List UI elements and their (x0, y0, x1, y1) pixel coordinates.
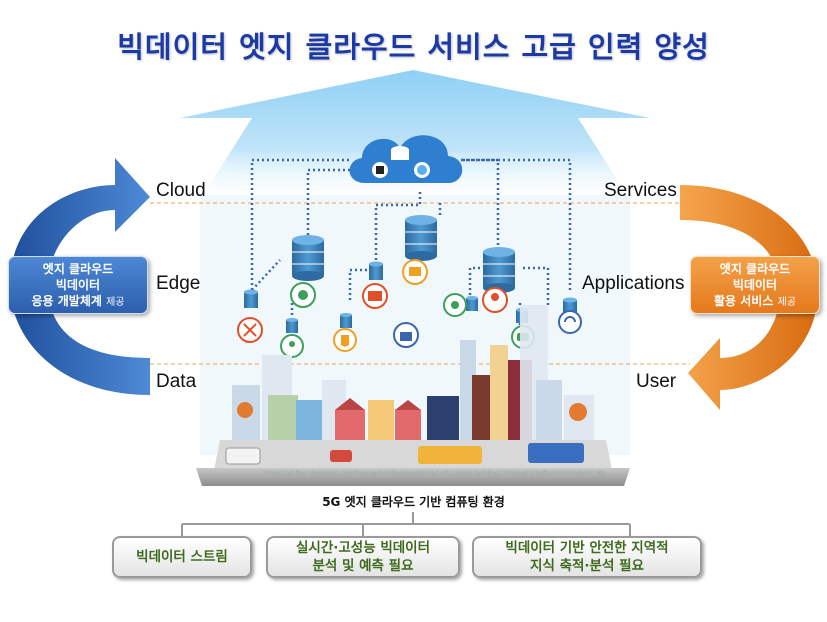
right-box-line3: 활용 서비스 (714, 294, 774, 308)
box3-line1: 빅데이터 기반 안전한 지역적 (505, 540, 669, 556)
services-layer-label: Services (604, 180, 677, 201)
applications-layer-label: Applications (582, 273, 685, 294)
right-info-box: 엣지 클라우드 빅데이터 활용 서비스 제공 (690, 256, 820, 314)
image-credit: https://all-free-download.com/free-vecto… (265, 470, 605, 477)
left-box-line3: 응용 개발체계 (31, 294, 102, 308)
left-box-suffix: 제공 (106, 297, 125, 308)
app-icons (237, 259, 582, 358)
box1-line1: 빅데이터 스트림 (136, 549, 228, 565)
box2-line2: 분석 및 예측 필요 (312, 558, 414, 574)
user-layer-label: User (636, 371, 677, 392)
cloud-layer-label: Cloud (156, 180, 206, 201)
knowledge-accumulation-box: 빅데이터 기반 안전한 지역적 지식 축적·분석 필요 (472, 536, 702, 578)
right-box-suffix: 제공 (777, 297, 796, 308)
realtime-analysis-box: 실시간·고성능 빅데이터 분석 및 예측 필요 (266, 536, 460, 578)
cloud-icon (349, 135, 463, 183)
road-platform (196, 440, 630, 486)
box2-line1: 실시간·고성능 빅데이터 (295, 540, 431, 556)
bigdata-stream-box: 빅데이터 스트림 (112, 536, 252, 578)
right-box-line2: 빅데이터 (732, 278, 778, 292)
left-info-box: 엣지 클라우드 빅데이터 응용 개발체계 제공 (8, 256, 148, 314)
page-title: 빅데이터 엣지 클라우드 서비스 고급 인력 양성 (117, 30, 710, 64)
right-curved-arrow (680, 185, 818, 410)
city-buildings (232, 305, 594, 445)
right-box-line1: 엣지 클라우드 (719, 262, 791, 276)
left-box-line2: 빅데이터 (55, 278, 101, 292)
box3-line2: 지식 축적·분석 필요 (530, 558, 644, 574)
database-icons (244, 215, 577, 333)
data-layer-label: Data (156, 371, 197, 392)
left-curved-arrow (10, 158, 150, 395)
environment-label: 5G 엣지 클라우드 기반 컴퓨팅 환경 (322, 495, 505, 509)
left-box-line1: 엣지 클라우드 (42, 262, 114, 276)
edge-layer-label: Edge (156, 273, 201, 294)
